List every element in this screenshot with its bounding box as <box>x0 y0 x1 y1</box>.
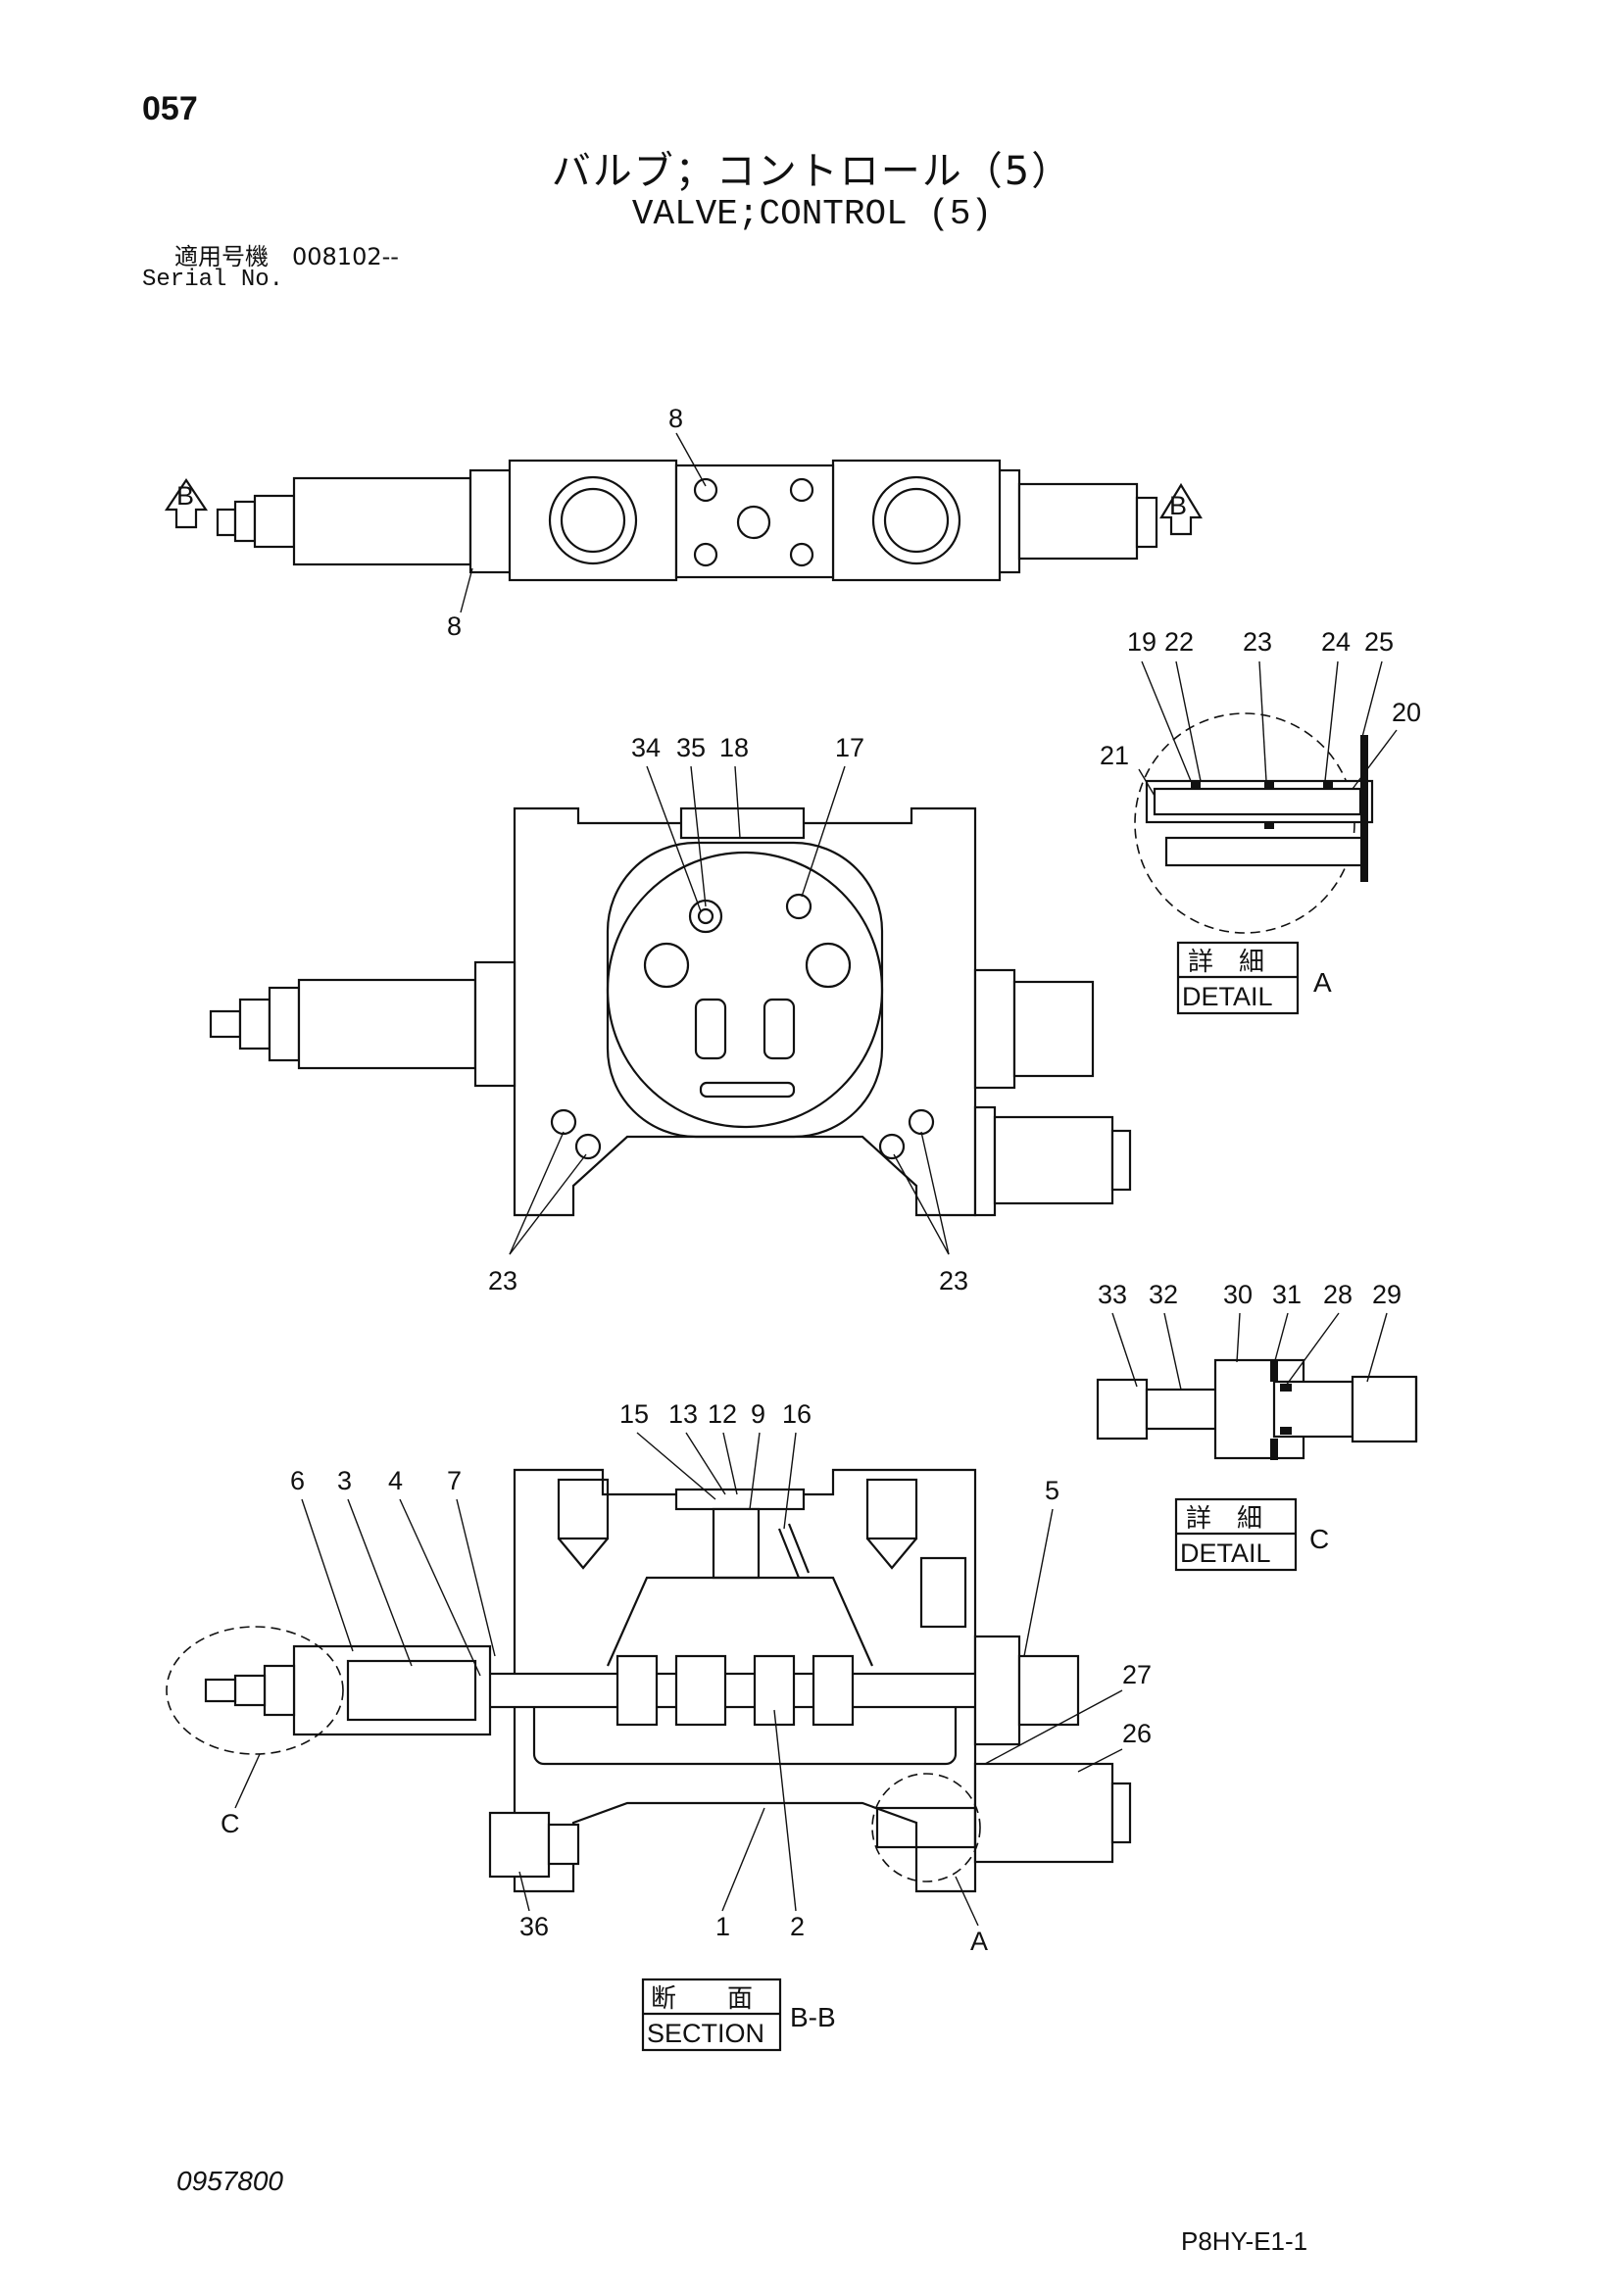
callout-2: 2 <box>790 1912 805 1941</box>
callout-35: 35 <box>676 733 706 762</box>
callout-17: 17 <box>835 733 864 762</box>
callout-4: 4 <box>388 1466 403 1495</box>
callout-30: 30 <box>1223 1280 1253 1309</box>
callout-1: 1 <box>715 1912 730 1941</box>
callout-3: 3 <box>337 1466 352 1495</box>
callout-28: 28 <box>1323 1280 1353 1309</box>
page-number: 057 <box>142 90 198 127</box>
callout-8-bottom: 8 <box>447 611 462 641</box>
callout-27: 27 <box>1122 1660 1152 1689</box>
callout-8-top: 8 <box>668 404 683 433</box>
front-view: 34 35 18 17 23 23 <box>209 733 1132 1295</box>
callout-26: 26 <box>1122 1719 1152 1748</box>
callout-29: 29 <box>1372 1280 1402 1309</box>
callout-6: 6 <box>290 1466 305 1495</box>
callout-23-left: 23 <box>488 1266 517 1295</box>
serial-label-english: Serial No. <box>142 267 284 293</box>
callout-18: 18 <box>719 733 749 762</box>
detail-c: 33 32 30 31 28 29 詳 細 DETAIL C <box>1096 1280 1418 1572</box>
callout-12: 12 <box>708 1399 737 1429</box>
page-code: P8HY-E1-1 <box>1181 2226 1308 2256</box>
detail-a-en: DETAIL <box>1182 982 1273 1011</box>
callout-34: 34 <box>631 733 661 762</box>
callout-36: 36 <box>519 1912 549 1941</box>
callout-24: 24 <box>1321 627 1351 657</box>
callout-9: 9 <box>751 1399 765 1429</box>
callout-32: 32 <box>1149 1280 1178 1309</box>
callout-13: 13 <box>668 1399 698 1429</box>
title-english: VALVE;CONTROL (5) <box>631 194 993 234</box>
detail-a-letter: A <box>1313 967 1332 998</box>
callout-19: 19 <box>1127 627 1156 657</box>
title-japanese: バルブ；コントロール（5） <box>551 149 1073 194</box>
callout-20: 20 <box>1392 698 1421 727</box>
callout-31: 31 <box>1272 1280 1302 1309</box>
document-code: 0957800 <box>176 2166 284 2196</box>
detail-c-jp: 詳 細 <box>1186 1503 1262 1533</box>
callout-33: 33 <box>1098 1280 1127 1309</box>
callout-15: 15 <box>619 1399 649 1429</box>
callout-23-detail: 23 <box>1243 627 1272 657</box>
callout-23-right: 23 <box>939 1266 968 1295</box>
callout-25: 25 <box>1364 627 1394 657</box>
callout-b-right: B <box>1169 491 1187 520</box>
section-bb-letter: B-B <box>790 2002 836 2032</box>
section-bb-en: SECTION <box>647 2019 764 2048</box>
callout-5: 5 <box>1045 1476 1059 1505</box>
section-bb-view: 15 13 12 9 16 6 3 4 7 5 27 26 C 36 1 2 A <box>166 1399 1152 2052</box>
section-bb-jp: 断 面 <box>651 1983 753 2013</box>
detail-a: 19 22 23 24 25 20 21 詳 細 DETAIL A <box>1100 627 1421 1015</box>
callout-22: 22 <box>1164 627 1194 657</box>
callout-c: C <box>221 1809 240 1838</box>
callout-a: A <box>970 1927 988 1956</box>
callout-21: 21 <box>1100 741 1129 770</box>
serial-label-japanese: 適用号機 008102-- <box>174 243 399 270</box>
callout-b-left: B <box>176 481 194 511</box>
detail-a-jp: 詳 細 <box>1188 947 1264 976</box>
detail-c-en: DETAIL <box>1180 1539 1271 1568</box>
detail-c-letter: C <box>1309 1524 1329 1554</box>
top-view: B B 8 8 <box>164 404 1203 641</box>
callout-7: 7 <box>447 1466 462 1495</box>
callout-16: 16 <box>782 1399 812 1429</box>
